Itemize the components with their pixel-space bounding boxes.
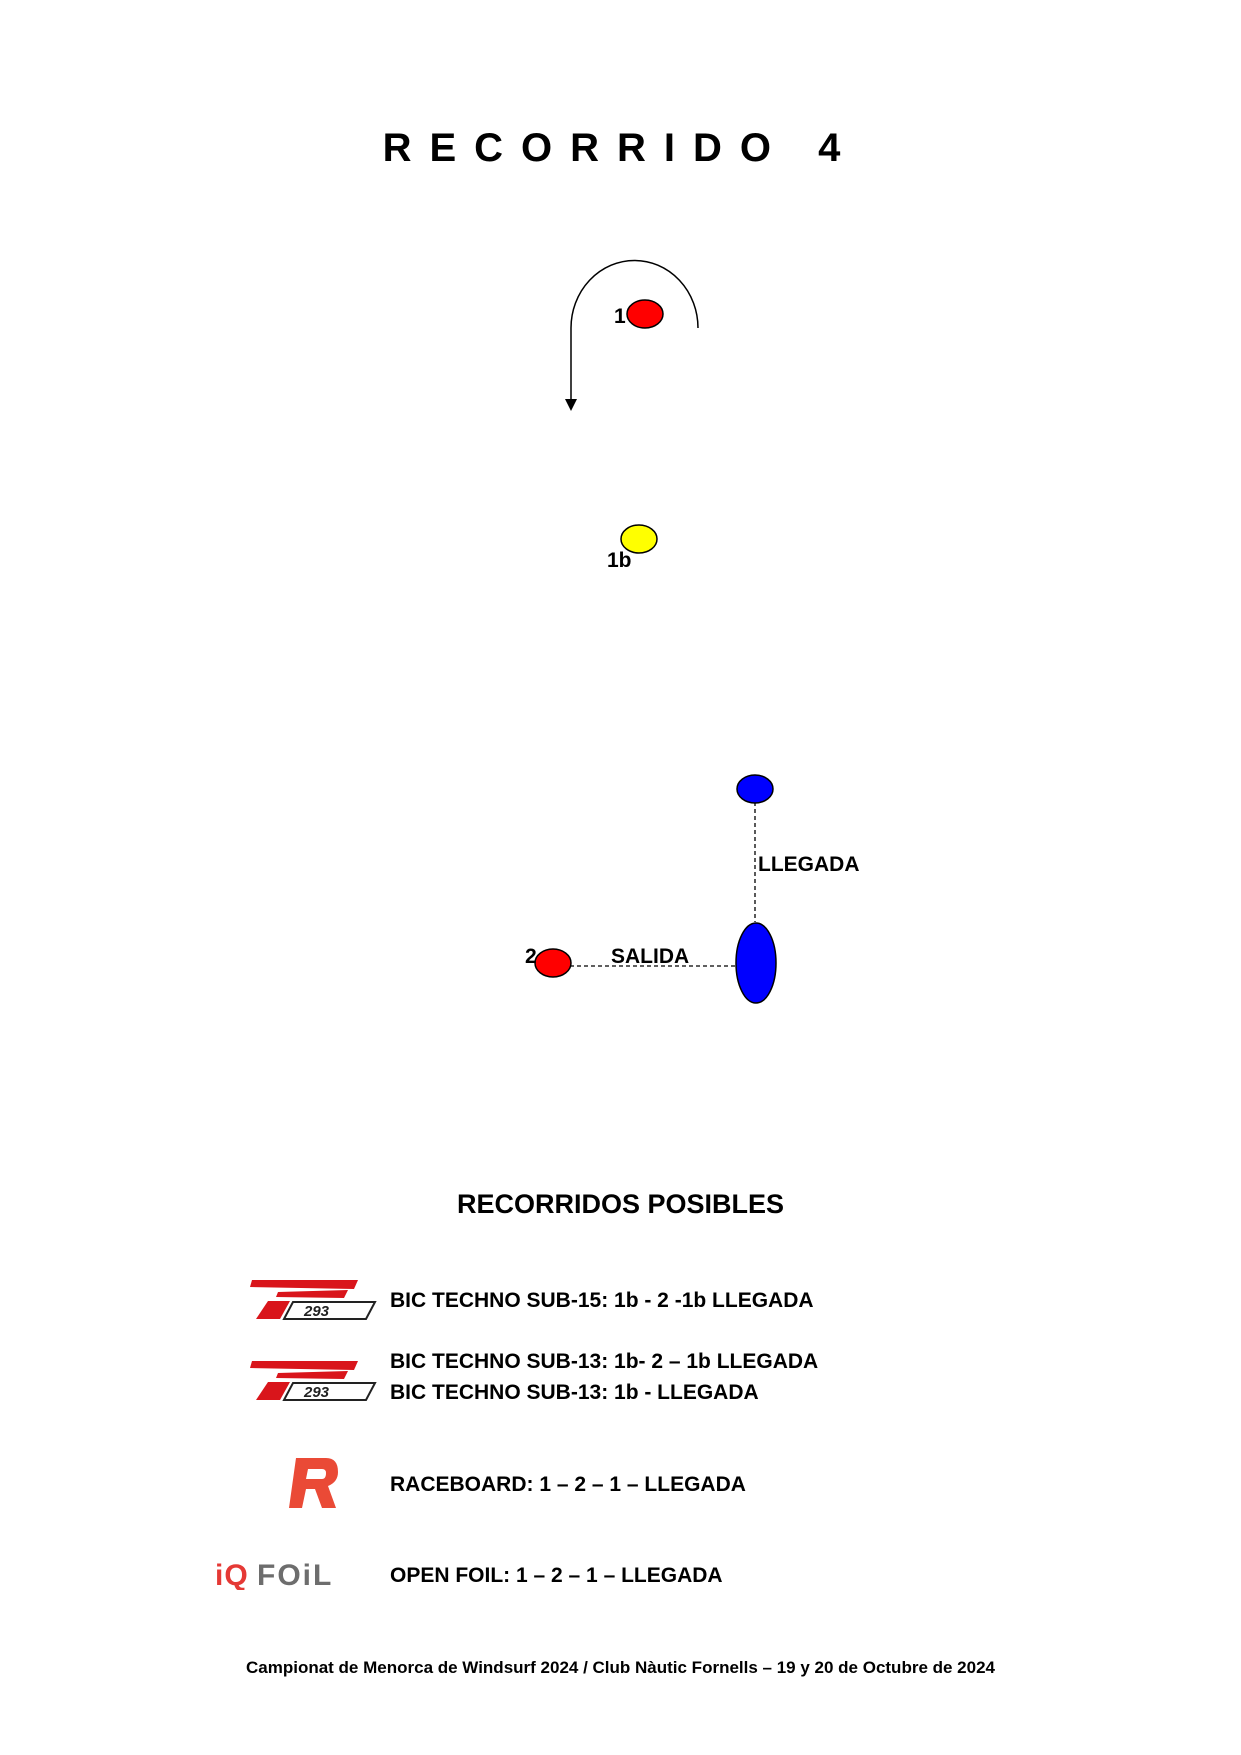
svg-text:293: 293 [303, 1384, 330, 1401]
mark-2 [534, 948, 572, 978]
course-line: BIC TECHNO SUB-15: 1b - 2 -1b LLEGADA [390, 1289, 814, 1312]
start-label: SALIDA [611, 945, 689, 968]
finish-label: LLEGADA [758, 853, 860, 876]
mark-1-label: 1 [614, 305, 626, 328]
arrowhead-icon [565, 399, 577, 411]
committee-boat [735, 922, 777, 1004]
iqfoil-logo: iQ FOiL [215, 1560, 333, 1590]
raceboard-logo [289, 1458, 338, 1508]
footer: Campionat de Menorca de Windsurf 2024 / … [245, 1658, 995, 1677]
section-heading: RECORRIDOS POSIBLES [456, 1189, 785, 1219]
mark-2-label: 2 [525, 945, 537, 968]
course-line: OPEN FOIL: 1 – 2 – 1 – LLEGADA [390, 1564, 723, 1587]
t293-logo: 293 [250, 1361, 377, 1401]
course-diagram: 1 1b LLEGADA 2 SALIDA [525, 259, 860, 1004]
svg-text:293: 293 [303, 1303, 330, 1320]
t293-logo: 293 [250, 1280, 377, 1320]
finish-buoy [736, 774, 774, 804]
mark-1 [626, 299, 664, 329]
course-line: RACEBOARD: 1 – 2 – 1 – LLEGADA [390, 1473, 746, 1496]
mark-1b-label: 1b [607, 549, 632, 572]
rounding-arc [570, 259, 699, 409]
svg-text:FOiL: FOiL [257, 1560, 333, 1590]
svg-text:iQ: iQ [215, 1560, 249, 1590]
course-line: BIC TECHNO SUB-13: 1b - LLEGADA [390, 1381, 759, 1404]
page-title: RECORRIDO 4 [382, 126, 859, 170]
mark-1b [620, 524, 658, 554]
course-line: BIC TECHNO SUB-13: 1b- 2 – 1b LLEGADA [390, 1350, 819, 1373]
